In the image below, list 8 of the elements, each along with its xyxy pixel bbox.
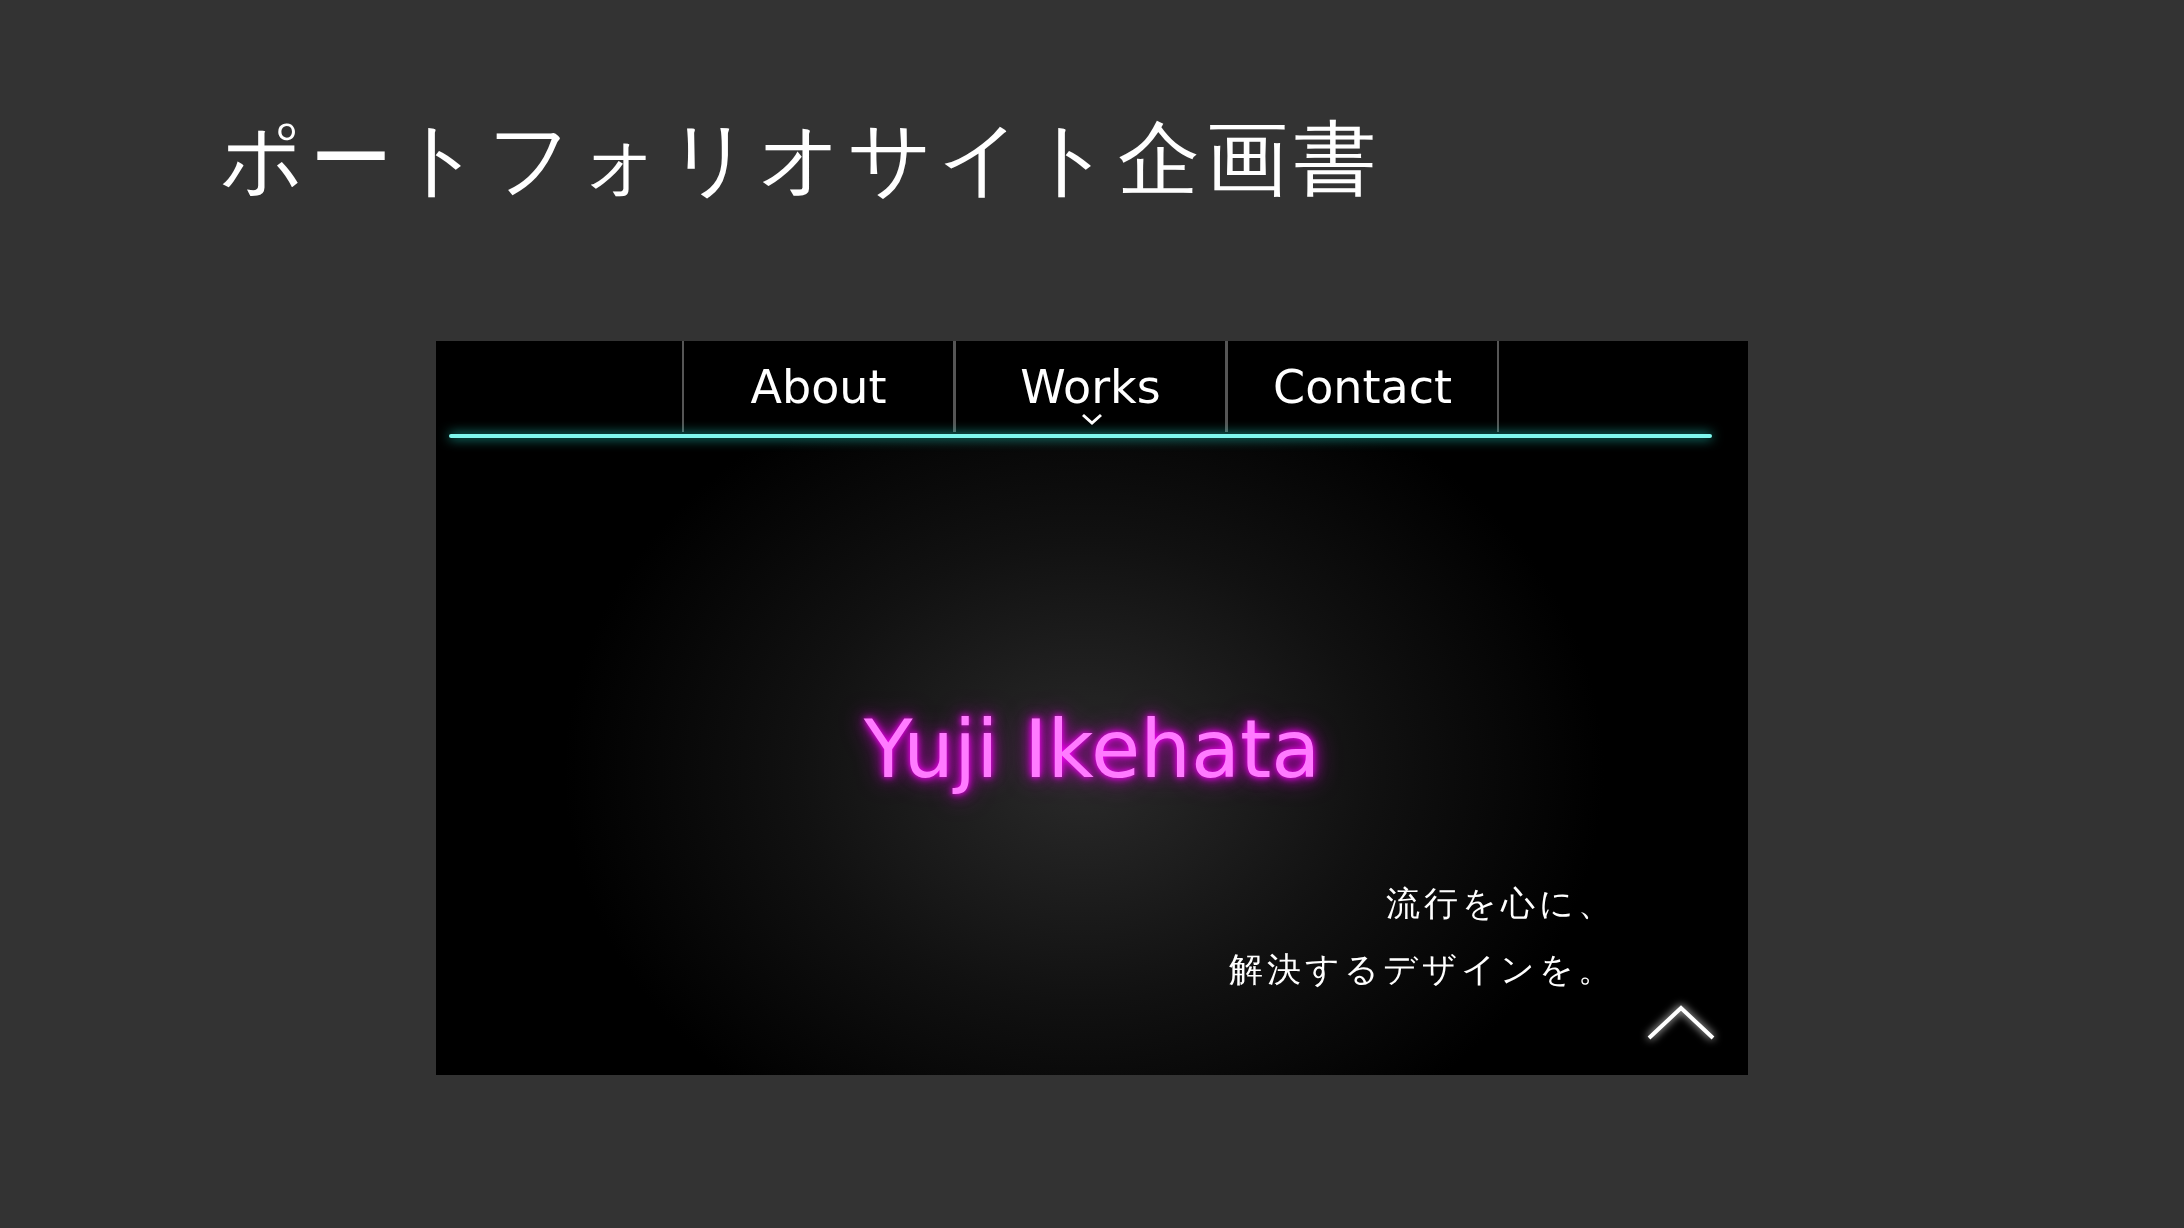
website-mockup	[436, 341, 1748, 1075]
page-title: ポートフォリオサイト企画書	[220, 110, 1382, 208]
tagline-text: 解決するデザインを。	[1229, 948, 1616, 991]
tagline-text: 流行を心に、	[1386, 882, 1616, 925]
neon-name-text: Yuji Ikehata	[862, 703, 1322, 796]
nav-tab: Contact	[1226, 341, 1499, 432]
nav-tab: Works	[954, 341, 1227, 432]
nav-tab: About	[682, 341, 955, 432]
